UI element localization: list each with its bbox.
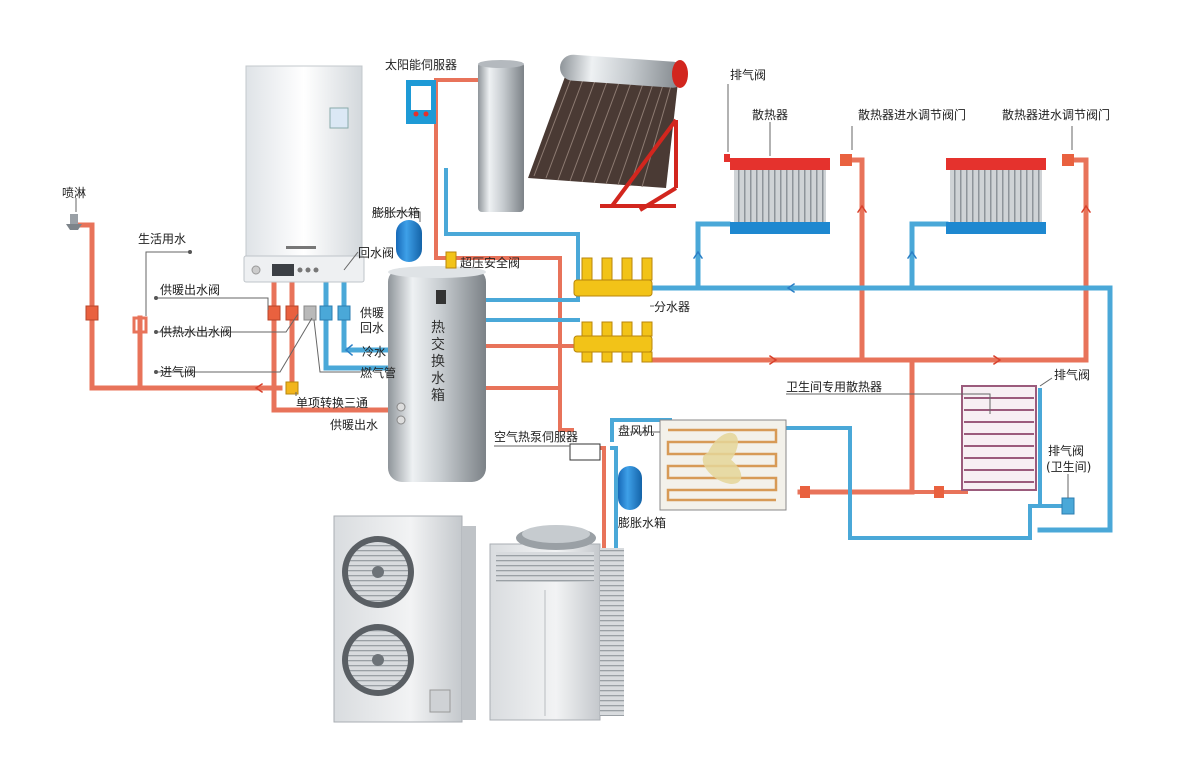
hot-pipe-boiler-out [271,279,403,413]
label-radiator-inlet-valve-2: 散热器进水调节阀门 [1002,108,1111,122]
arrow-right-col [1080,204,1092,214]
expansion-tank-top [396,220,422,262]
valve-shower [85,305,99,321]
label-inlet-valve: 进气阀 [160,365,197,379]
valve-bathroom [934,486,944,498]
label-expansion-tank-bottom: 膨胀水箱 [618,516,667,530]
label-distributor: 分水器 [654,300,691,314]
label-expansion-tank-top: 膨胀水箱 [372,206,421,220]
valve-return [319,305,333,321]
arrow-cold-in [344,343,354,357]
label-bathroom-radiator: 卫生间专用散热器 [786,380,883,394]
heat-exchange-tank [388,266,486,482]
label-overpressure-valve: 超压安全阀 [460,256,521,270]
solar-storage-cylinder [478,60,524,212]
arrow-return [786,282,796,294]
leader-lines [75,84,1073,498]
label-exhaust-valve-right: 排气阀 [1054,368,1091,382]
cold-pipe-heatpump-2 [610,418,672,442]
leader-domestic [145,251,190,316]
inline-valves [85,154,1075,515]
flow-arrows [254,204,1092,394]
hot-pipe-bathroom-2 [910,388,968,494]
hot-pipe-main [647,157,1089,363]
label-gas-pipe: 燃气管 [360,366,397,380]
hot-pipe-radiator-1 [843,157,865,363]
cold-pipe-radiator-2 [909,221,949,291]
water-distributor [573,257,653,363]
outdoor-unit-2 [489,525,624,721]
arrow-up-radiator [692,250,704,260]
arrow-main-hot [768,354,778,366]
expansion-tank-bottom [618,466,642,510]
cold-pipe-radiator-1 [695,221,731,291]
valve-fancoil [800,486,810,498]
valve-tee [285,381,299,395]
label-heating-outlet-valve: 供暖出水阀 [160,283,221,297]
radiator-2 [946,158,1046,234]
arrow-hot-left [254,382,264,394]
heat-pump-server-box [569,443,601,461]
leader-expansion [372,211,421,222]
valve-exhaust-top [724,154,730,162]
radiator-1 [730,158,830,234]
hot-pipe-heatpump [594,446,606,562]
leader-heating-out [156,297,269,310]
valve-hot-out [285,305,299,321]
leader-bathroom [786,393,991,414]
cold-pipe-heatpump [610,446,618,562]
shower-head [66,214,82,230]
label-one-way-tee: 单项转换三通 [296,396,369,410]
leader-dots [154,250,192,374]
hot-pipe-solar [434,78,562,390]
label-air-heat-pump-server: 空气热泵伺服器 [494,430,579,444]
label-return-valve: 回水阀 [358,246,395,260]
label-exhaust-valve-top: 排气阀 [730,68,767,82]
arrow-main-hot-2 [992,354,1002,366]
arrow-right-col-2 [856,204,868,214]
valve-domestic [132,316,148,334]
label-cold-water: 冷水 [362,345,387,359]
outdoor-unit-1 [333,515,476,723]
valve-exhaust-bath [1061,497,1075,515]
label-heat-exchange-tank: 热交换水箱 [431,320,445,404]
cold-pipe-boiler-return-2 [341,279,393,353]
solar-water-heater [528,54,688,212]
valve-heating-out [267,305,281,321]
valve-return-2 [337,305,351,321]
label-hot-water-outlet-valve: 供热水出水阀 [160,325,233,339]
cold-pipe-return-main [647,285,1113,533]
cold-pipe-fancoil [782,426,1064,540]
label-fan-coil: 盘风机 [618,424,655,438]
leader-inlet-valve [156,317,313,373]
wall-boiler [243,65,365,283]
bathroom-radiator [961,385,1037,491]
label-exhaust-valve-bathroom-2: (卫生间) [1046,460,1092,474]
valve-radiator-1 [840,154,852,166]
leader-return-valve [343,251,359,271]
leader-gas [313,319,360,373]
label-exhaust-valve-bathroom-1: 排气阀 [1048,444,1085,458]
leader-exhaust-right [1039,377,1053,387]
label-shower: 喷淋 [62,186,87,200]
arrow-up-radiator-2 [906,250,918,260]
label-solar-server: 太阳能伺服器 [385,58,458,72]
label-radiator: 散热器 [752,108,789,122]
valve-radiator-2 [1062,154,1074,166]
overpressure-valve [445,251,457,269]
solar-server-box [406,80,436,124]
label-heating-outlet: 供暖出水 [330,418,379,432]
label-domestic-water: 生活用水 [138,232,187,246]
leader-hot-out [156,313,299,333]
cold-pipe-solar [444,168,580,302]
hot-pipe-heatpump-2 [558,386,574,432]
label-heating-return: 供暖回水 [360,306,385,335]
label-radiator-inlet-valve-1: 散热器进水调节阀门 [858,108,967,122]
fan-coil-unit [659,419,787,511]
valve-gas [303,305,317,321]
cold-pipes [323,168,1113,562]
